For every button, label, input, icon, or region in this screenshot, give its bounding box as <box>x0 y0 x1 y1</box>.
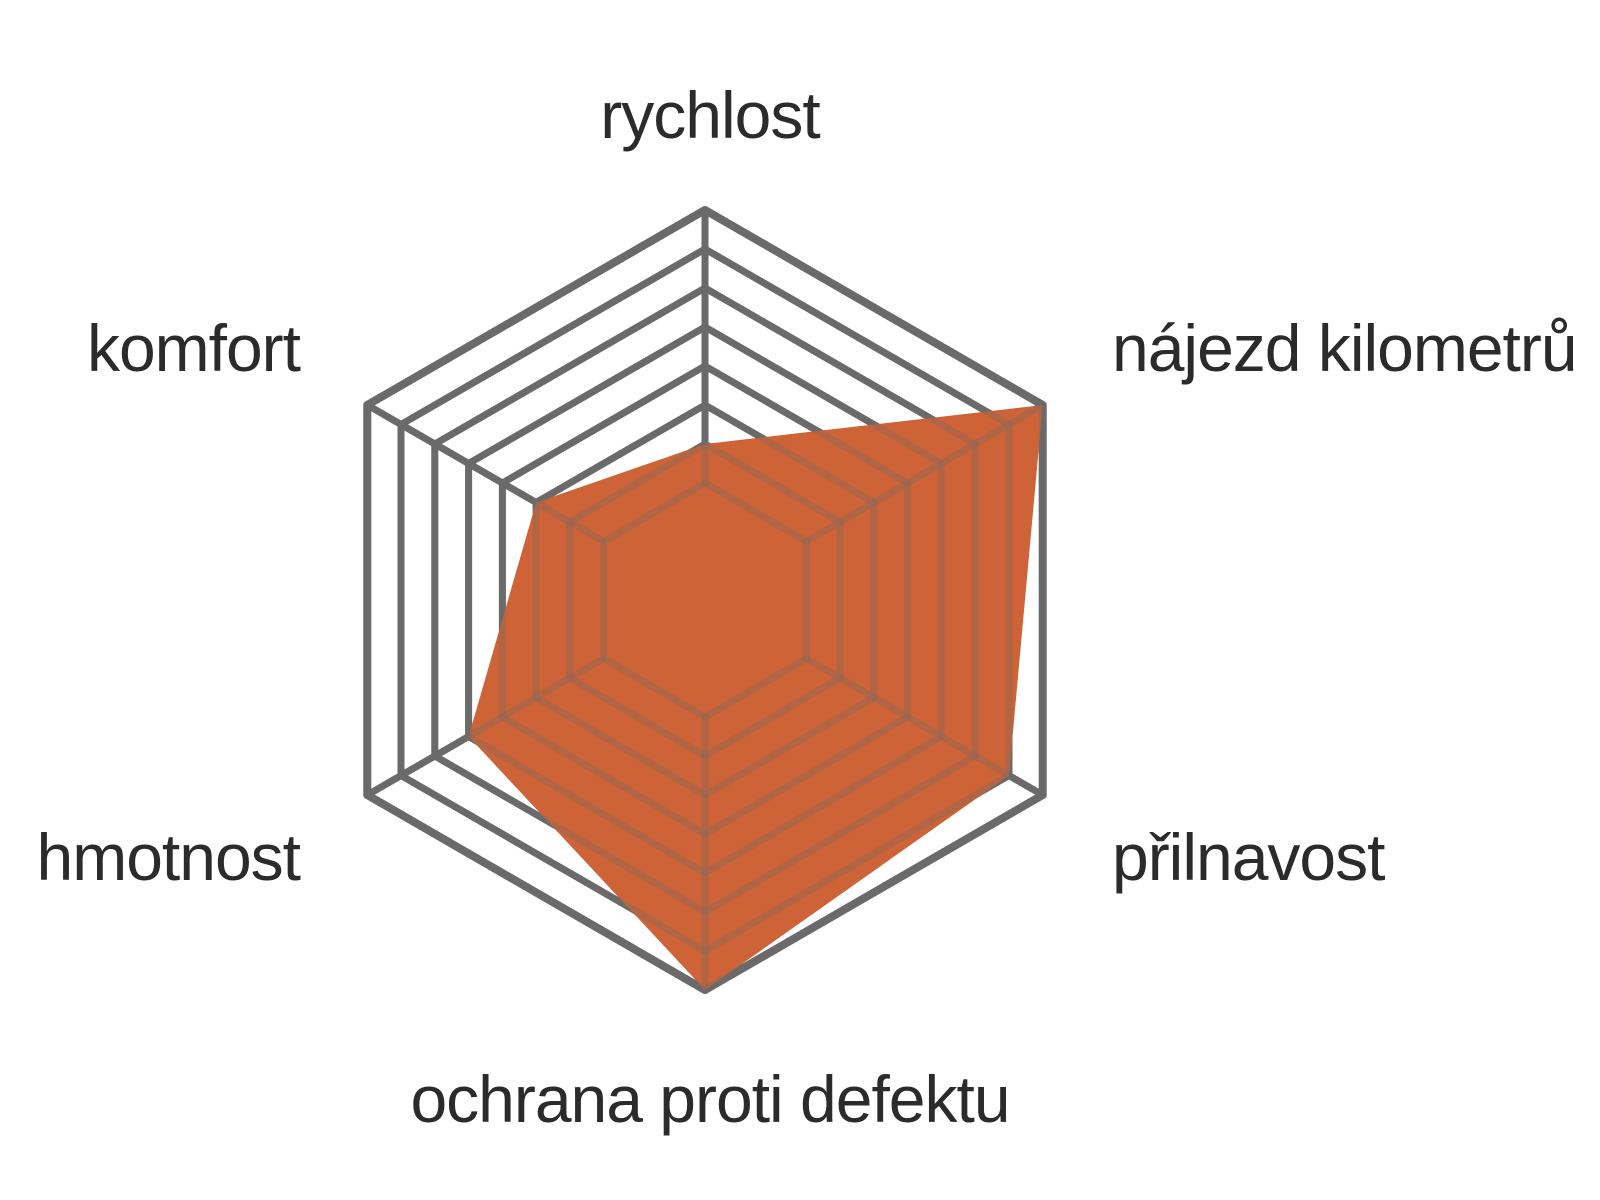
axis-label-najezd-kilometru: nájezd kilometrů <box>1112 311 1578 385</box>
grid-spoke-5 <box>363 401 608 545</box>
axis-label-ochrana-proti-defektu: ochrana proti defektu <box>410 1062 1010 1136</box>
grid-ring-6 <box>498 362 912 838</box>
grid-ring-4 <box>566 440 844 760</box>
axis-label-rychlost: rychlost <box>600 78 820 152</box>
data-area-polygon <box>468 405 1043 990</box>
axis-label-komfort: komfort <box>86 311 301 385</box>
grid-spoke-2 <box>802 655 1047 799</box>
grid-ring-10 <box>363 206 1047 994</box>
radar-grid-front <box>363 206 1047 994</box>
grid-spoke-1 <box>802 401 1047 545</box>
grid-spoke-4 <box>363 655 608 799</box>
grid-ring-7 <box>465 323 945 877</box>
grid-ring-3 <box>600 479 810 721</box>
axis-label-prilnavost: přilnavost <box>1112 820 1385 894</box>
grid-ring-8 <box>431 284 979 916</box>
grid-ring-5 <box>532 401 878 799</box>
axis-label-hmotnost: hmotnost <box>36 820 301 894</box>
grid-ring-9 <box>397 245 1013 955</box>
